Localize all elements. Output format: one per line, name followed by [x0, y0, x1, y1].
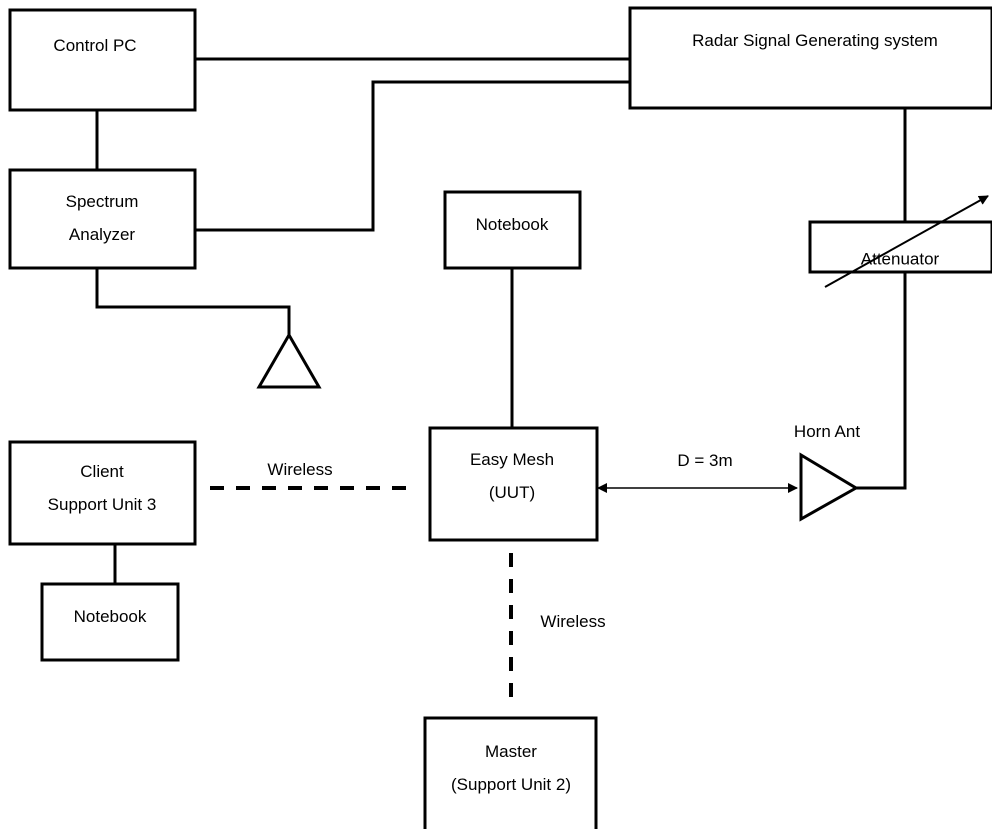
distance-label: D = 3m — [677, 451, 732, 470]
client-label-line2: Support Unit 3 — [48, 495, 157, 514]
attenuator-label: Attenuator — [861, 250, 940, 269]
wire-spectrum-antenna — [95, 268, 291, 335]
client-label-line1: Client — [80, 462, 124, 481]
attenuator-box: Attenuator — [808, 195, 992, 288]
notebook-bottom-box: Notebook — [40, 582, 180, 662]
spectrum-analyzer-label-line1: Spectrum — [66, 192, 139, 211]
wireless-bottom-label: Wireless — [540, 612, 605, 631]
wireless-left-label: Wireless — [267, 460, 332, 479]
horn-antenna-icon — [799, 452, 859, 522]
notebook-bottom-label: Notebook — [74, 607, 147, 626]
horn-antenna: Horn Ant — [794, 422, 860, 522]
variable-attenuator-arrow — [824, 195, 989, 288]
control-pc-box: Control PC — [8, 8, 197, 112]
receive-antenna-icon — [256, 331, 322, 389]
uut-label-line2: (UUT) — [489, 483, 535, 502]
wire-attenuator-horn — [856, 272, 907, 490]
radar-system-box: Radar Signal Generating system — [628, 6, 992, 110]
notebook-top-label: Notebook — [476, 215, 549, 234]
radar-system-label: Radar Signal Generating system — [692, 31, 938, 50]
wire-spectrum-radar — [195, 80, 630, 232]
client-box: Client Support Unit 3 — [8, 440, 197, 546]
spectrum-analyzer-box: Spectrum Analyzer — [8, 168, 197, 270]
master-label-line2: (Support Unit 2) — [451, 775, 571, 794]
master-label-line1: Master — [485, 742, 537, 761]
master-box: Master (Support Unit 2) — [423, 716, 598, 829]
notebook-top-box: Notebook — [443, 190, 582, 270]
control-pc-label: Control PC — [53, 36, 136, 55]
uut-label-line1: Easy Mesh — [470, 450, 554, 469]
spectrum-analyzer-label-line2: Analyzer — [69, 225, 135, 244]
horn-antenna-label: Horn Ant — [794, 422, 860, 441]
uut-box: Easy Mesh (UUT) — [428, 426, 599, 542]
connections — [95, 57, 907, 700]
